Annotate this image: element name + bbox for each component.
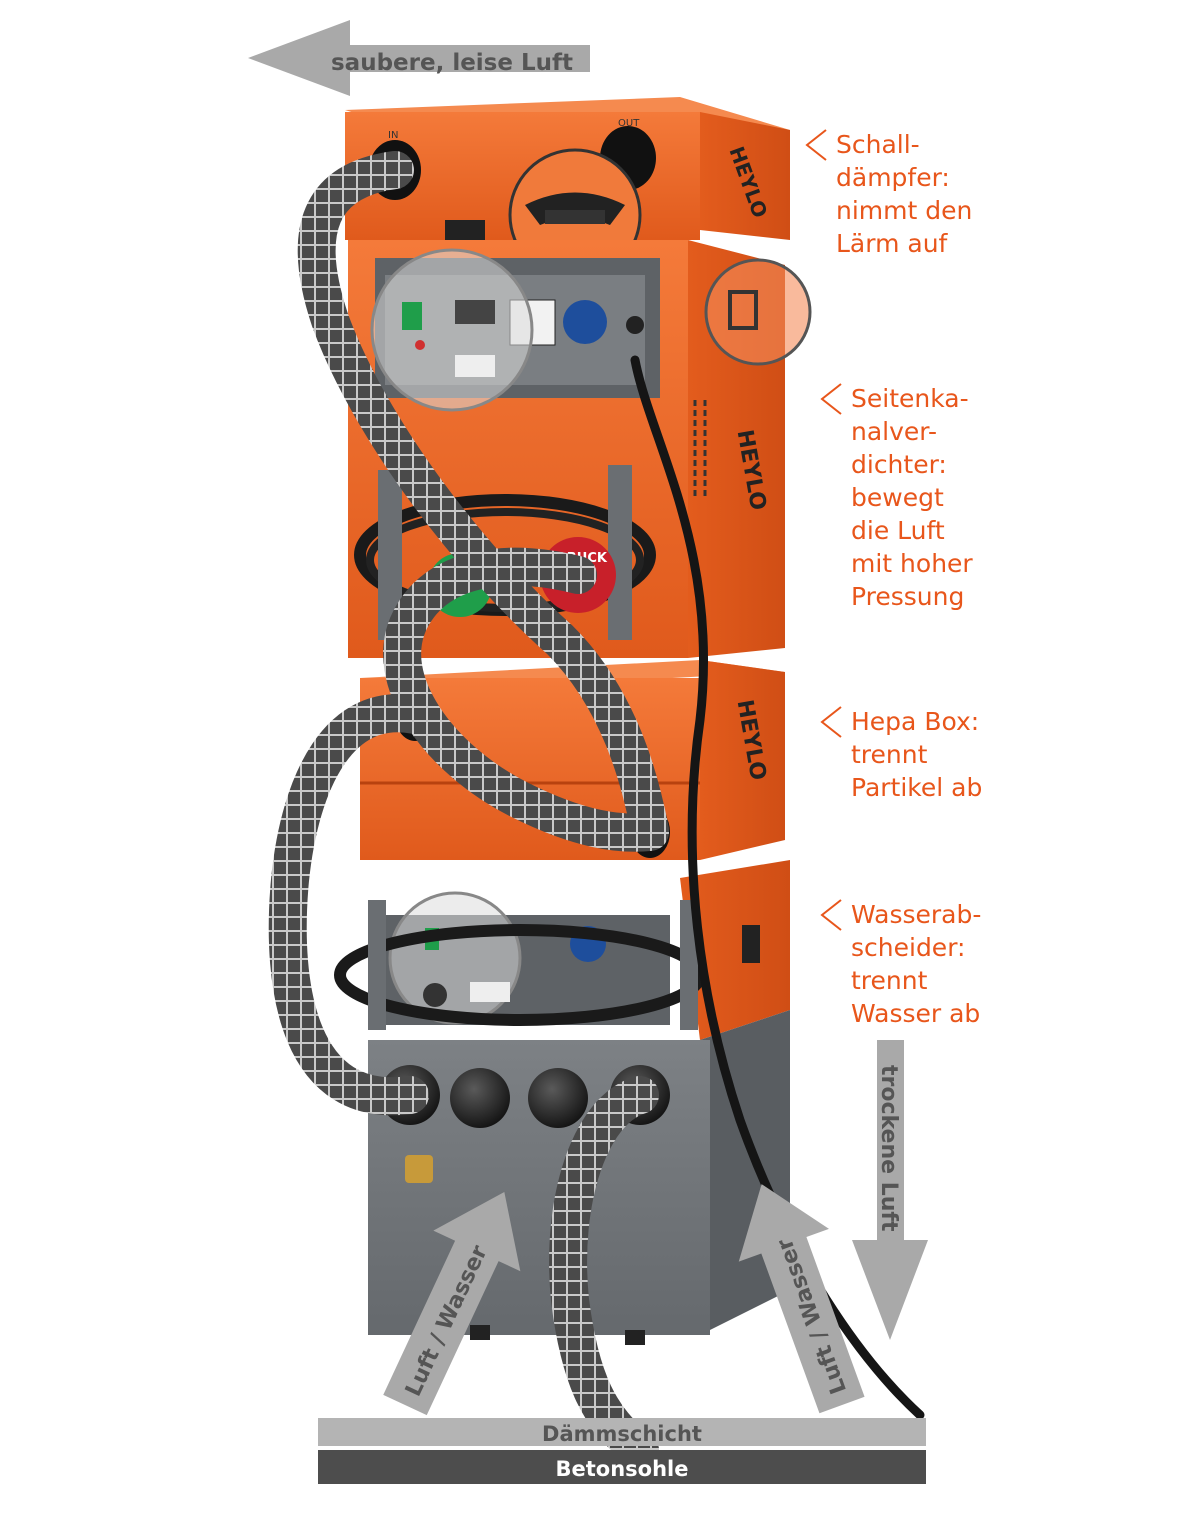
dry-air-arrow: trockene Luft — [852, 1040, 928, 1340]
power-switch — [402, 302, 422, 330]
annotation-line: die Luft — [851, 516, 945, 545]
annotation-line: nimmt den — [836, 196, 973, 225]
power-socket — [563, 300, 607, 344]
annotation-line: dichter: — [851, 450, 947, 479]
annotation-line: trennt — [851, 740, 928, 769]
annotation-line: Hepa Box: — [851, 707, 980, 736]
hose-3 — [268, 694, 434, 1116]
chevron-left-icon — [820, 706, 842, 738]
annotation-line: Partikel ab — [851, 773, 983, 802]
concrete-label: Betonsohle — [556, 1457, 689, 1481]
annotation-hepa: Hepa Box: trennt Partikel ab — [820, 705, 983, 804]
annotation-line: nalver- — [851, 417, 937, 446]
hose-4 — [549, 1076, 659, 1469]
clean-air-arrow: saubere, leise Luft — [248, 20, 590, 96]
annotation-silencer: Schall- dämpfer: nimmt den Lärm auf — [805, 128, 973, 260]
insulation-label: Dämmschicht — [542, 1422, 702, 1446]
annotation-line: Wasser ab — [851, 999, 981, 1028]
annotation-compressor: Seitenka- nalver- dichter: bewegt die Lu… — [820, 382, 973, 613]
annotation-line: Lärm auf — [836, 229, 948, 258]
annotation-line: scheider: — [851, 933, 966, 962]
inlet-cap — [450, 1068, 510, 1128]
arrow-up-icon — [738, 1184, 865, 1414]
arrow-up-icon — [383, 1192, 521, 1416]
separator-detail-magnifier — [388, 891, 522, 1025]
arrow-left-icon — [248, 20, 590, 96]
concrete-layer — [318, 1450, 926, 1484]
arrow-down-icon — [852, 1040, 928, 1340]
annotation-line: trennt — [851, 966, 928, 995]
port-in-label: IN — [388, 130, 398, 141]
dry-air-label: trockene Luft — [876, 1065, 901, 1232]
chevron-left-icon — [820, 899, 842, 931]
annotation-line: Wasserab- — [851, 900, 982, 929]
annotation-water-separator: Wasserab- scheider: trennt Wasser ab — [820, 898, 982, 1030]
annotation-line: Pressung — [851, 582, 965, 611]
annotation-line: dämpfer: — [836, 163, 950, 192]
hoses — [268, 151, 925, 1469]
side-vent — [693, 400, 707, 500]
annotation-line: Seitenka- — [851, 384, 969, 413]
insulation-layer — [318, 1418, 926, 1446]
inlet-cap — [528, 1068, 588, 1128]
annotation-line: bewegt — [851, 483, 944, 512]
clean-air-label: saubere, leise Luft — [331, 50, 573, 76]
hose-1 — [297, 151, 669, 849]
drain-valve — [405, 1155, 433, 1183]
annotation-line: mit hoher — [851, 549, 973, 578]
port-out-label: OUT — [618, 118, 640, 129]
chevron-left-icon — [805, 129, 827, 161]
compressor-detail-magnifier — [370, 248, 534, 412]
chevron-left-icon — [820, 383, 842, 415]
annotation-line: Schall- — [836, 130, 920, 159]
